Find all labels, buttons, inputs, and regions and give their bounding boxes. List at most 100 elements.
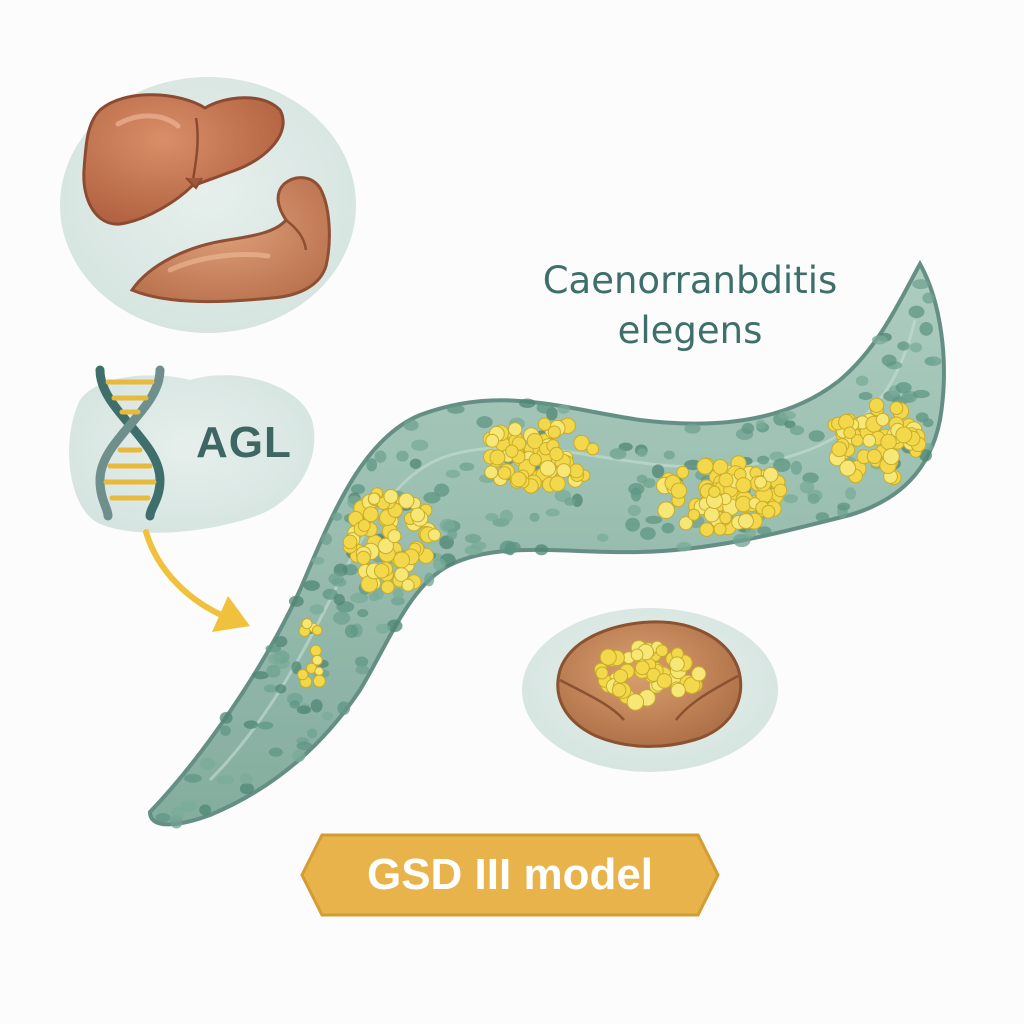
glycogen-granule: [485, 433, 500, 448]
worm-cell: [350, 592, 369, 604]
worm-cell: [858, 392, 873, 401]
glycogen-granule: [367, 492, 381, 505]
worm-cell: [790, 460, 803, 475]
worm-cell: [784, 420, 796, 429]
worm-cell: [390, 596, 405, 606]
glycogen-granule: [630, 648, 644, 662]
glycogen-granule: [356, 550, 371, 566]
worm-cell: [808, 430, 825, 442]
worm-cell: [322, 711, 334, 721]
glycogen-granule: [678, 516, 693, 531]
worm-cell: [266, 664, 281, 678]
glycogen-granule: [528, 453, 542, 467]
worm-cell: [289, 700, 301, 709]
worm-cell: [564, 497, 576, 506]
glycogen-granule: [539, 460, 557, 477]
glycogen-granule: [586, 442, 600, 456]
glycogen-granule: [526, 432, 544, 450]
worm-cell: [778, 410, 796, 420]
glycogen-granule: [311, 654, 323, 666]
glycogen-granule: [670, 682, 686, 698]
worm-cell: [434, 483, 450, 497]
worm-cell: [845, 487, 857, 500]
worm-cell: [741, 422, 755, 435]
worm-cell: [464, 545, 483, 556]
worm-cell: [239, 782, 255, 795]
worm-cell: [922, 292, 935, 304]
glycogen-granule: [505, 444, 519, 458]
worm-cell: [311, 556, 325, 565]
glycogen-granule: [314, 666, 324, 677]
worm-cell: [919, 449, 932, 462]
glycogen-granule: [311, 625, 323, 636]
worm-cell: [609, 448, 627, 460]
worm-cell: [331, 512, 343, 521]
worm-cell: [243, 720, 259, 729]
glycogen-granule: [703, 506, 720, 523]
worm-cell: [292, 749, 306, 762]
worm-cell: [773, 458, 791, 472]
species-name-label: Caenorranbditis elegens: [490, 256, 890, 356]
worm-cell: [216, 775, 235, 785]
worm-cell: [432, 558, 446, 571]
worm-cell: [684, 423, 701, 434]
worm-cell: [485, 513, 499, 522]
worm-cell: [309, 604, 325, 615]
model-badge-label: GSD III model: [366, 850, 654, 899]
glycogen-granule: [862, 433, 877, 448]
glycogen-granule: [761, 504, 776, 519]
worm-cell: [333, 611, 351, 625]
worm-cell: [375, 623, 391, 634]
worm-cell: [424, 572, 435, 587]
worm-cell: [924, 356, 942, 367]
worm-cell: [519, 398, 536, 409]
glycogen-granule: [762, 466, 779, 483]
glycogen-granule: [484, 465, 499, 480]
glycogen-granule: [626, 693, 645, 711]
glycogen-granule: [699, 522, 715, 537]
curved-arrow-icon: [143, 529, 250, 632]
worm-cell: [199, 757, 216, 770]
glycogen-granule: [713, 522, 727, 536]
glycogen-granule: [866, 448, 882, 465]
worm-cell: [642, 478, 656, 489]
worm-cell: [263, 684, 277, 693]
worm-cell: [908, 305, 925, 319]
worm-cell: [459, 462, 475, 472]
glycogen-granule: [497, 466, 512, 480]
worm-cell: [499, 509, 513, 523]
worm-cell: [303, 580, 320, 591]
glycogen-granule: [383, 488, 399, 504]
glycogen-granule: [613, 668, 629, 684]
worm-cell: [676, 542, 692, 552]
glycogen-granule: [676, 465, 690, 479]
worm-cell: [557, 404, 570, 414]
glycogen-granule: [595, 666, 609, 680]
glycogen-granule: [657, 501, 675, 520]
worm-cell: [219, 711, 233, 724]
glycogen-granule: [312, 674, 326, 688]
worm-cell: [374, 450, 387, 463]
worm-cell: [902, 393, 915, 403]
glycogen-granule: [868, 397, 885, 413]
worm-cell: [627, 504, 641, 517]
worm-cell: [423, 492, 441, 504]
worm-cell: [239, 773, 253, 785]
worm-cell: [637, 448, 648, 457]
worm-cell: [275, 684, 287, 694]
worm-cell: [912, 279, 930, 290]
glycogen-granule: [875, 412, 890, 427]
glycogen-granule: [301, 618, 313, 630]
worm-cell: [155, 812, 171, 823]
glycogen-granule: [342, 534, 358, 550]
liver-icon: [82, 93, 285, 226]
worm-icon: [147, 259, 946, 829]
worm-cell: [536, 401, 554, 414]
glycogen-granule: [508, 422, 523, 437]
worm-cell: [344, 624, 359, 639]
species-name-line-1: Caenorranbditis: [542, 259, 838, 302]
glycogen-granule: [387, 529, 402, 544]
gene-label: AGL: [196, 418, 292, 467]
